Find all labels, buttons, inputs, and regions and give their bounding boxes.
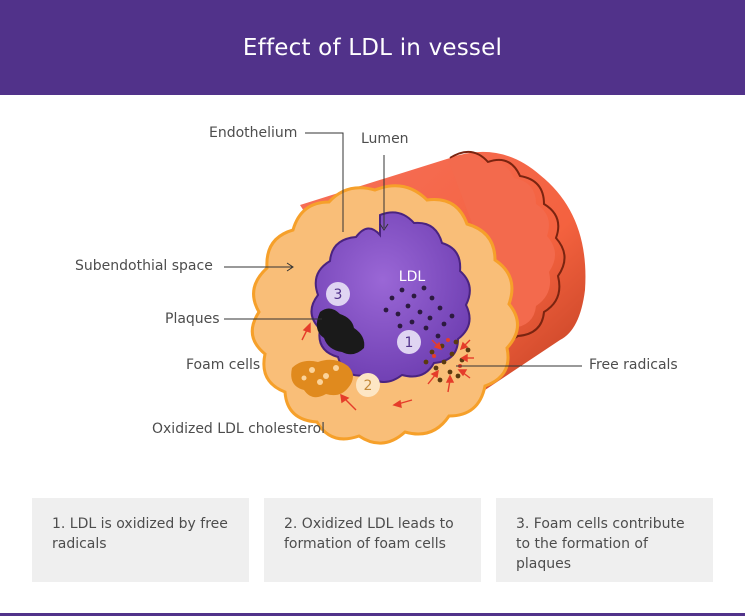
svg-text:3: 3 <box>334 287 343 303</box>
oxidation-arrows <box>301 322 474 411</box>
subendothelial-label: Subendothial space <box>75 258 213 274</box>
ldl-label: LDL <box>399 269 426 285</box>
plaque-deposit <box>316 308 365 355</box>
oxidized-ldl-label: Oxidized LDL cholesterol <box>152 421 326 437</box>
foam-cell <box>291 359 353 398</box>
callout-lines <box>224 132 582 367</box>
vessel-illustration: 3 1 2 LDL <box>224 132 586 445</box>
step-text-3: 3. Foam cells contribute to the formatio… <box>516 516 685 572</box>
footer-line <box>0 613 745 616</box>
ldl-particles <box>383 285 455 339</box>
foam-cells-label: Foam cells <box>186 357 261 373</box>
plaques-label: Plaques <box>165 311 220 327</box>
free-radical-particles <box>423 338 471 383</box>
step-text-1: 1. LDL is oxidized by free radicals <box>52 516 228 552</box>
step-card-2: 2. Oxidized LDL leads to formation of fo… <box>264 498 481 582</box>
step-marker-1: 1 <box>397 330 421 354</box>
lumen-label: Lumen <box>361 131 409 147</box>
step-card-3: 3. Foam cells contribute to the formatio… <box>496 498 713 582</box>
svg-text:1: 1 <box>405 335 414 351</box>
svg-text:2: 2 <box>364 378 373 394</box>
step-card-1: 1. LDL is oxidized by free radicals <box>32 498 249 582</box>
free-radicals-label: Free radicals <box>589 357 678 373</box>
step-text-2: 2. Oxidized LDL leads to formation of fo… <box>284 516 454 552</box>
step-marker-3: 3 <box>326 282 350 306</box>
page-title: Effect of LDL in vessel <box>242 34 503 61</box>
vessel-diagram: 3 1 2 LDL Endothelium Lumen <box>0 95 745 495</box>
header-bar: Effect of LDL in vessel <box>0 0 745 95</box>
endothelium-label: Endothelium <box>209 125 298 141</box>
step-marker-2: 2 <box>356 373 380 397</box>
